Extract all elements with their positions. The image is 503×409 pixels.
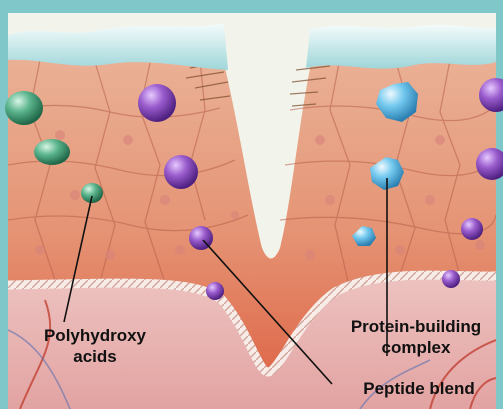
polyhydroxy-acids-label: Polyhydroxy acids	[34, 325, 156, 367]
polyhydroxy-acids-label-line2: acids	[34, 346, 156, 367]
protein-building-complex-label-line1: Protein-building	[332, 316, 500, 337]
protein-building-complex-label-line2: complex	[332, 337, 500, 358]
protein-building-complex-label: Protein-building complex	[332, 316, 500, 358]
peptide-blend-label: Peptide blend	[336, 378, 502, 399]
stratum-corneum-right	[306, 25, 496, 69]
polyhydroxy-acids-label-line1: Polyhydroxy	[34, 325, 156, 346]
